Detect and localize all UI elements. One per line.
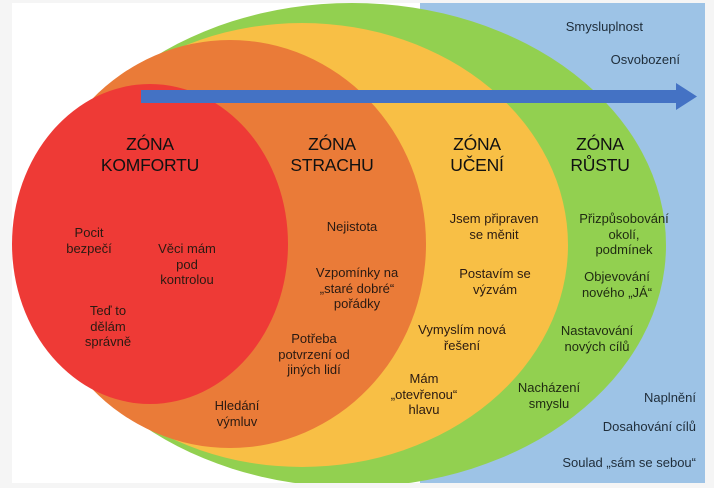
uceni-item: Postavím se výzvám <box>459 266 531 297</box>
strach-item: Hledání výmluv <box>214 398 260 429</box>
outer-item-osvobozeni: Osvobození <box>610 52 680 67</box>
komfort-item: Teď to dělám správně <box>84 303 132 349</box>
outer-item-soulad: Soulad „sám se sebou“ <box>562 455 696 470</box>
rust-item: Nacházení smyslu <box>517 380 581 411</box>
strach-item: Potřeba potvrzení od jiných lidí <box>278 331 350 377</box>
rust-item: Nastavování nových cílů <box>560 323 634 354</box>
strach-item: Vzpomínky na „staré dobré“ pořádky <box>315 265 399 311</box>
zone-rust-title: ZÓNA RŮSTU <box>570 134 630 175</box>
outer-item-smysluplnost: Smysluplnost <box>565 19 643 34</box>
uceni-item: Vymyslím nová řešení <box>418 322 506 353</box>
zone-komfort-title: ZÓNA KOMFORTU <box>100 134 200 175</box>
rust-item: Přizpůsobování okolí, podmínek <box>579 211 669 257</box>
outer-item-dosahovani-cilu: Dosahování cílů <box>602 419 696 434</box>
strach-item: Nejistota <box>326 219 378 234</box>
komfort-item: Věci mám pod kontrolou <box>158 241 216 287</box>
rust-item: Objevování nového „JÁ“ <box>581 269 653 300</box>
arrow-right-icon <box>141 83 697 110</box>
uceni-item: Mám „otevřenou“ hlavu <box>390 371 458 417</box>
outer-item-naplneni: Naplnění <box>643 390 696 405</box>
uceni-item: Jsem připraven se měnit <box>449 211 539 242</box>
zone-komfort-shape <box>12 84 288 404</box>
zone-uceni-title: ZÓNA UČENÍ <box>450 134 504 175</box>
zone-strach-title: ZÓNA STRACHU <box>290 134 374 175</box>
komfort-item: Pocit bezpečí <box>66 225 112 256</box>
